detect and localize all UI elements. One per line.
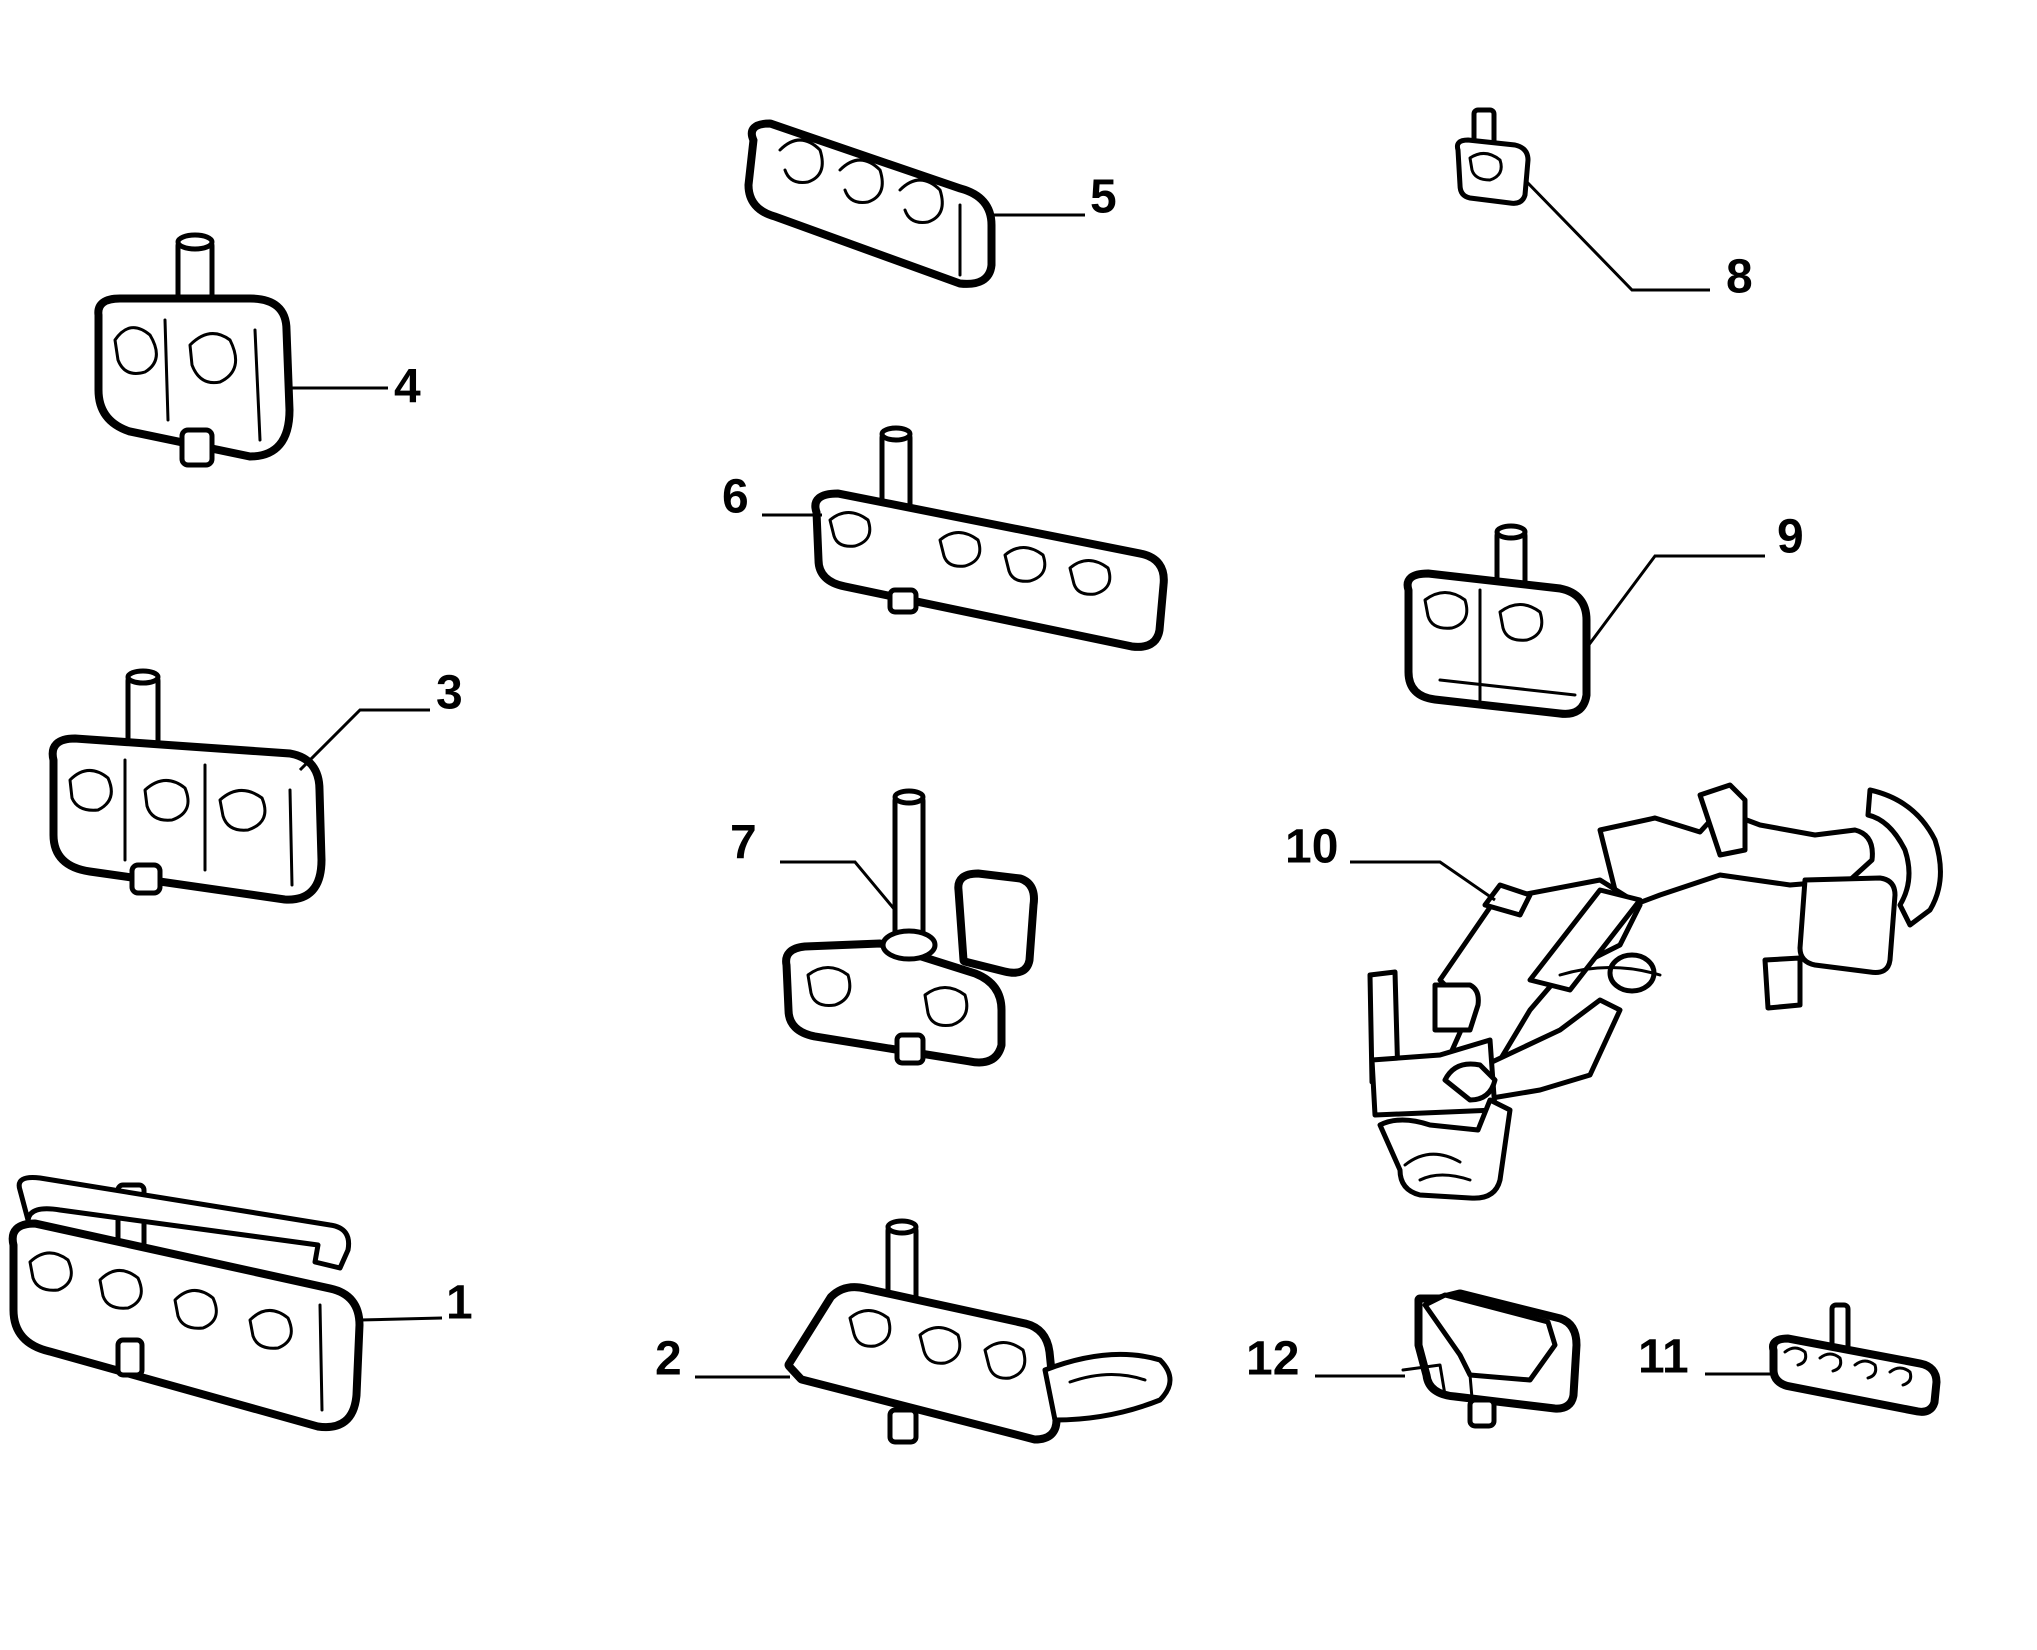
part-5-drawing: [744, 119, 996, 288]
callout-11: 11: [1638, 1331, 1689, 1384]
part-3-drawing: [48, 668, 326, 904]
callout-10: 10: [1285, 821, 1338, 874]
part-7-drawing: [782, 788, 1038, 1067]
callout-2: 2: [655, 1333, 682, 1386]
callout-8: 8: [1726, 251, 1753, 304]
callout-5: 5: [1090, 171, 1117, 224]
leader-8: [1523, 178, 1710, 292]
leader-1: [359, 1316, 443, 1322]
part-11-drawing: [1769, 1302, 1941, 1416]
part-8-drawing: [1455, 107, 1531, 206]
callout-12: 12: [1246, 1333, 1299, 1386]
part-9-drawing: [1403, 523, 1591, 718]
callout-4: 4: [394, 361, 421, 414]
part-2-drawing: [784, 1218, 1173, 1445]
part-10-drawing: [1367, 782, 1943, 1201]
part-1-drawing: [8, 1175, 364, 1432]
leader-7: [780, 860, 897, 911]
leader-9: [1583, 554, 1765, 651]
leader-10: [1350, 860, 1496, 902]
part-12-drawing: [1401, 1289, 1581, 1429]
callout-1: 1: [446, 1277, 473, 1330]
part-6-drawing: [811, 425, 1168, 651]
callout-7: 7: [730, 817, 757, 870]
leader-3: [298, 708, 430, 772]
callout-3: 3: [436, 667, 463, 720]
callout-6: 6: [722, 471, 749, 524]
callout-9: 9: [1777, 511, 1804, 564]
part-4-drawing: [94, 232, 294, 468]
